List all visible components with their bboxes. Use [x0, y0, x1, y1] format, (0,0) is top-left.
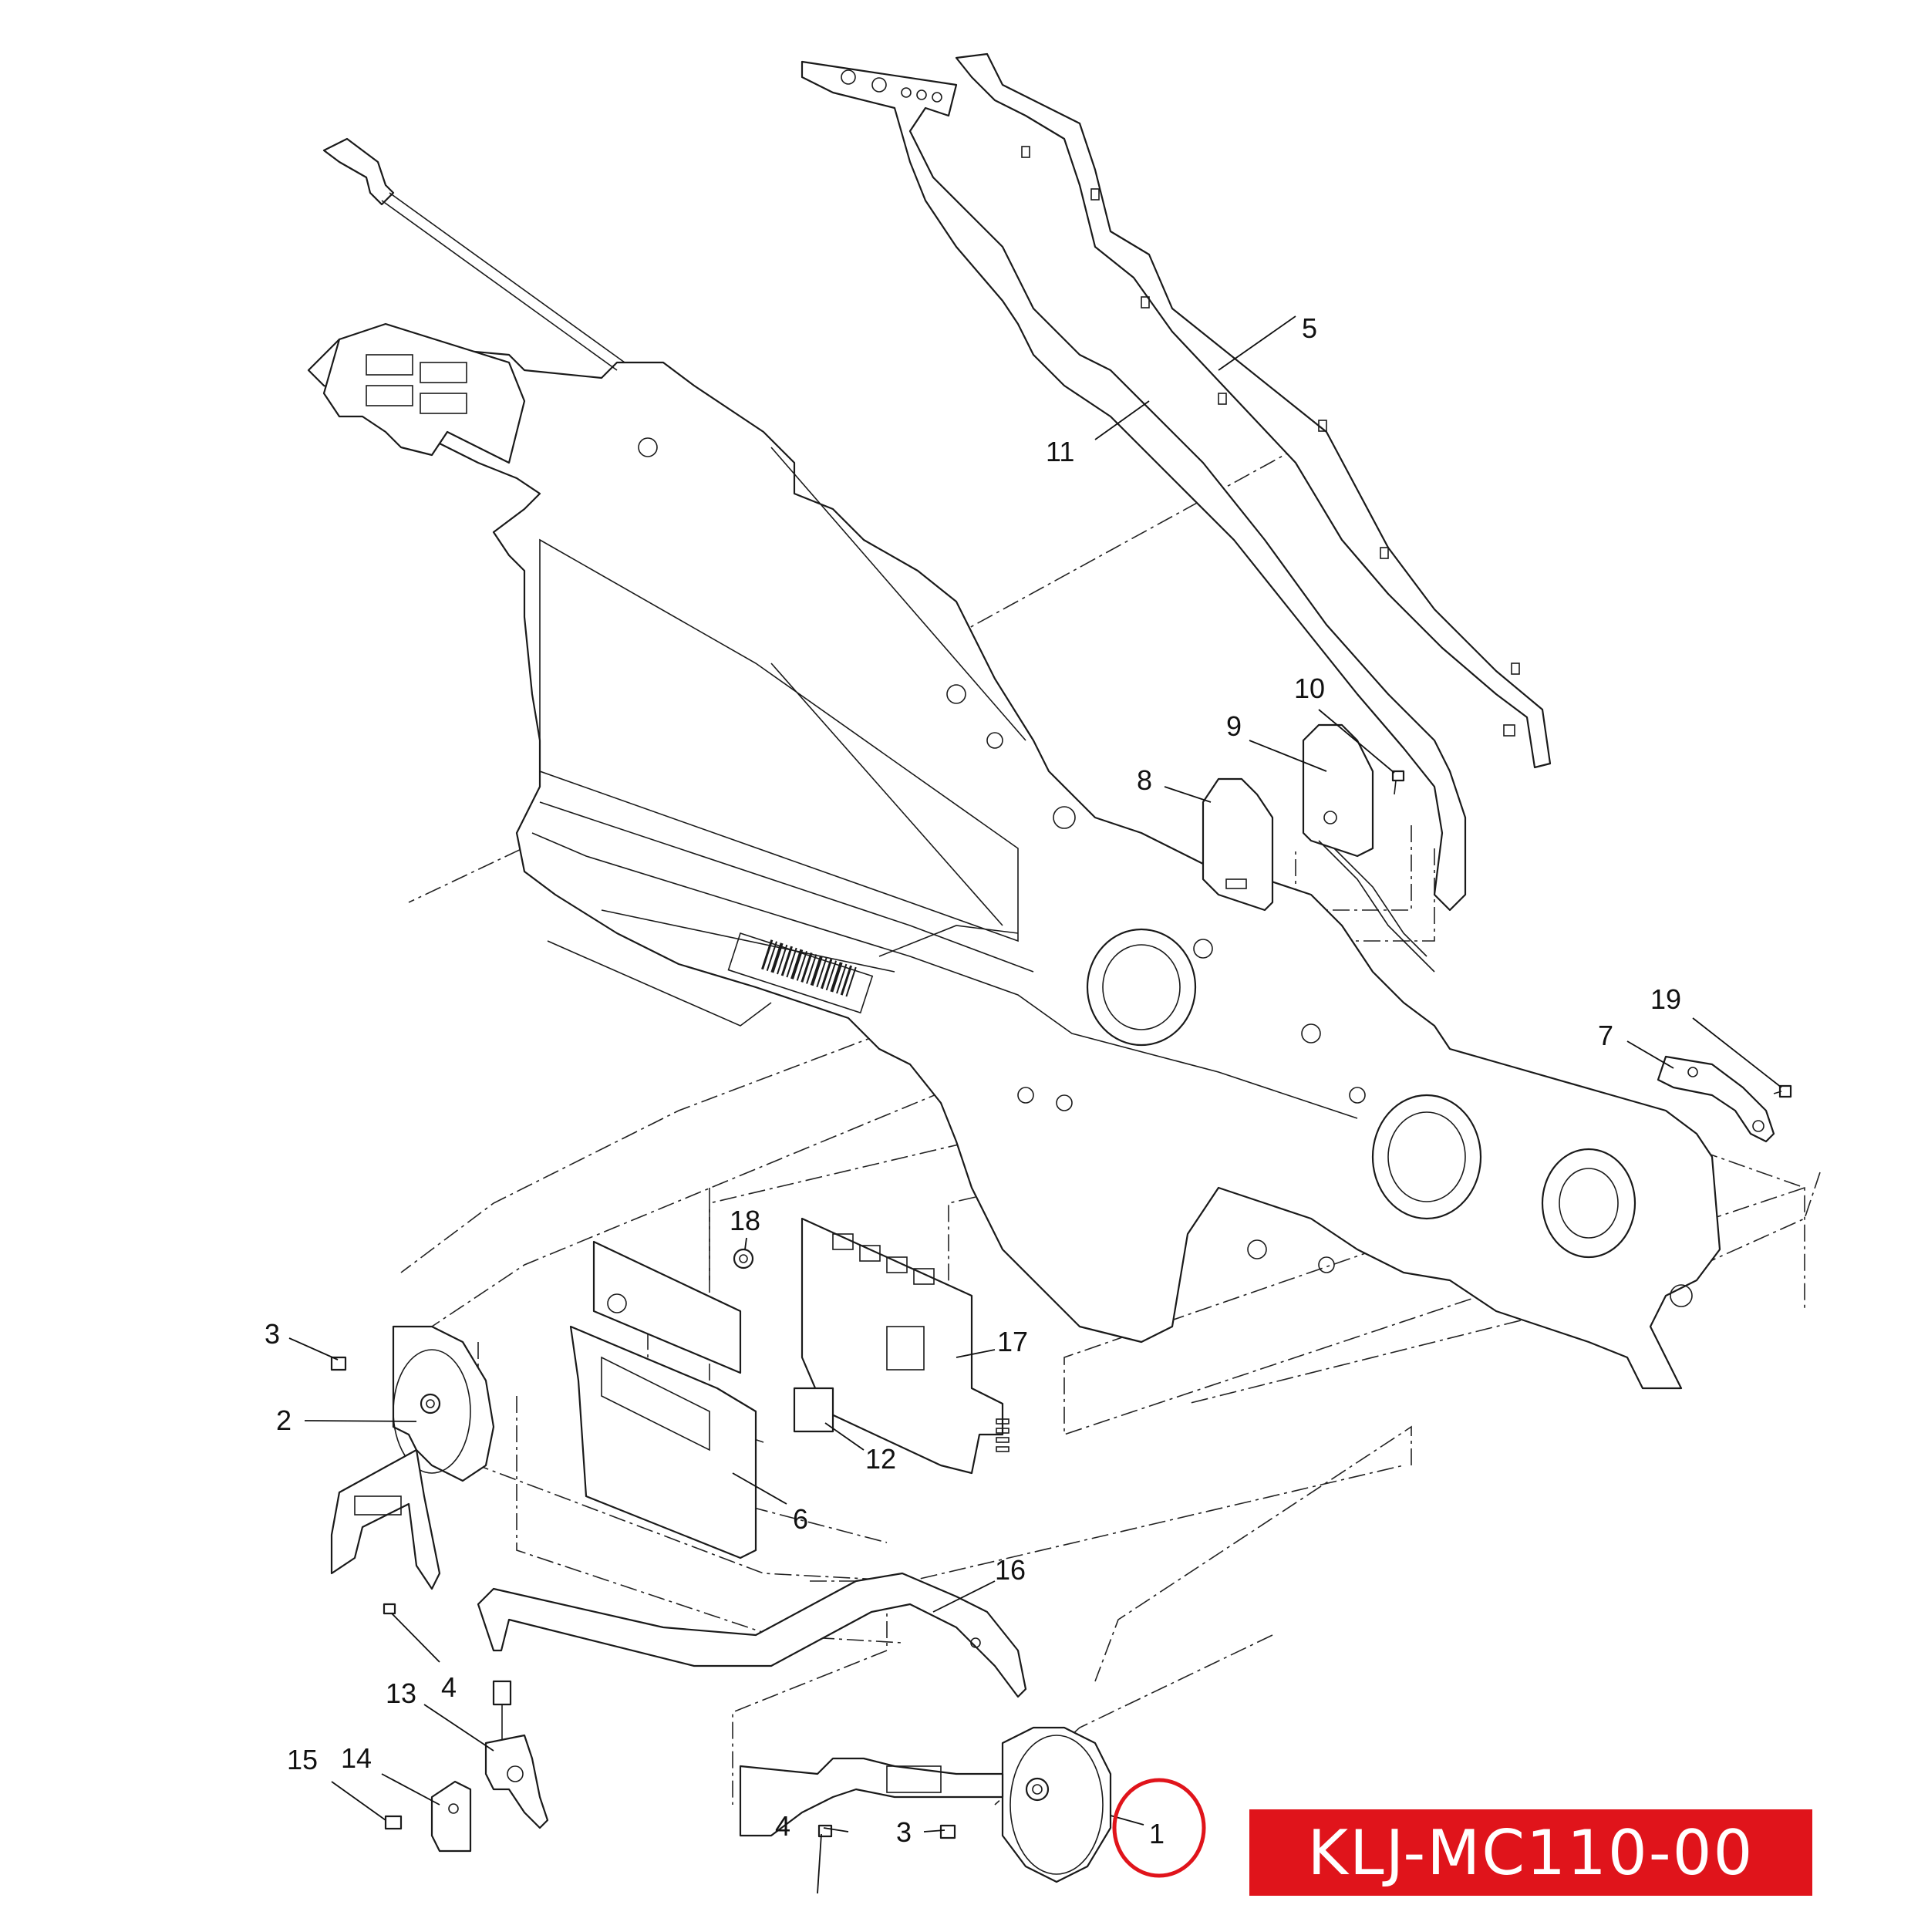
- leader-lines: [288, 315, 1782, 1894]
- callout-2: 2: [276, 1404, 292, 1436]
- part-7-bracket: [1657, 1055, 1775, 1143]
- highlight-circle: [1112, 1778, 1206, 1878]
- feeder-main-frame: [307, 322, 1721, 1390]
- callout-11: 11: [1046, 436, 1074, 467]
- part-8-bracket: [1202, 777, 1274, 912]
- callout-17: 17: [997, 1326, 1028, 1357]
- part-1-motor-assembly: [739, 1726, 1112, 1883]
- part-number-banner-bg: [1249, 1809, 1812, 1896]
- part-13-latch: [484, 1680, 549, 1829]
- callout-12: 12: [865, 1443, 896, 1475]
- callout-16: 16: [995, 1554, 1026, 1586]
- callout-15: 15: [287, 1744, 318, 1775]
- part-5-rail: [955, 52, 1552, 769]
- callout-9: 9: [1226, 710, 1242, 742]
- callout-4: 4: [441, 1671, 457, 1703]
- callout-5: 5: [1302, 312, 1317, 344]
- part-10-screw: [1391, 770, 1405, 795]
- callout-7: 7: [1598, 1020, 1613, 1051]
- part-2-motor-assembly: [330, 1325, 495, 1590]
- part-16-lever: [477, 1572, 1027, 1698]
- callout-1: 1: [1149, 1818, 1165, 1849]
- part-6-cover-plates: [569, 1240, 757, 1559]
- upper-wire-part: [322, 137, 625, 371]
- part-14-plate: [430, 1780, 472, 1853]
- callout-10: 10: [1294, 673, 1325, 704]
- callout-14: 14: [341, 1742, 372, 1774]
- barcode-label: [727, 932, 874, 1014]
- callout-3: 3: [265, 1318, 280, 1350]
- part-11-flex-cable: [801, 60, 1467, 912]
- part-number-banner: KLJ-MC110-00: [1307, 1816, 1754, 1889]
- part-17-circuit-board: [801, 1217, 1010, 1475]
- callout-13: 13: [386, 1677, 416, 1709]
- callouts: 3 2 4 5 6 7 8 9 10 11 12 13 14 15 16 17 …: [265, 312, 1681, 1849]
- callout-3: 3: [896, 1816, 912, 1848]
- callout-4: 4: [775, 1810, 790, 1842]
- callout-19: 19: [1650, 983, 1681, 1015]
- callout-6: 6: [793, 1503, 808, 1535]
- callout-18: 18: [730, 1205, 760, 1236]
- part-19-screw: [1773, 1084, 1792, 1098]
- part-9-sensor-block: [1302, 723, 1435, 973]
- callout-8: 8: [1137, 764, 1152, 796]
- part-18-nut: [733, 1248, 754, 1269]
